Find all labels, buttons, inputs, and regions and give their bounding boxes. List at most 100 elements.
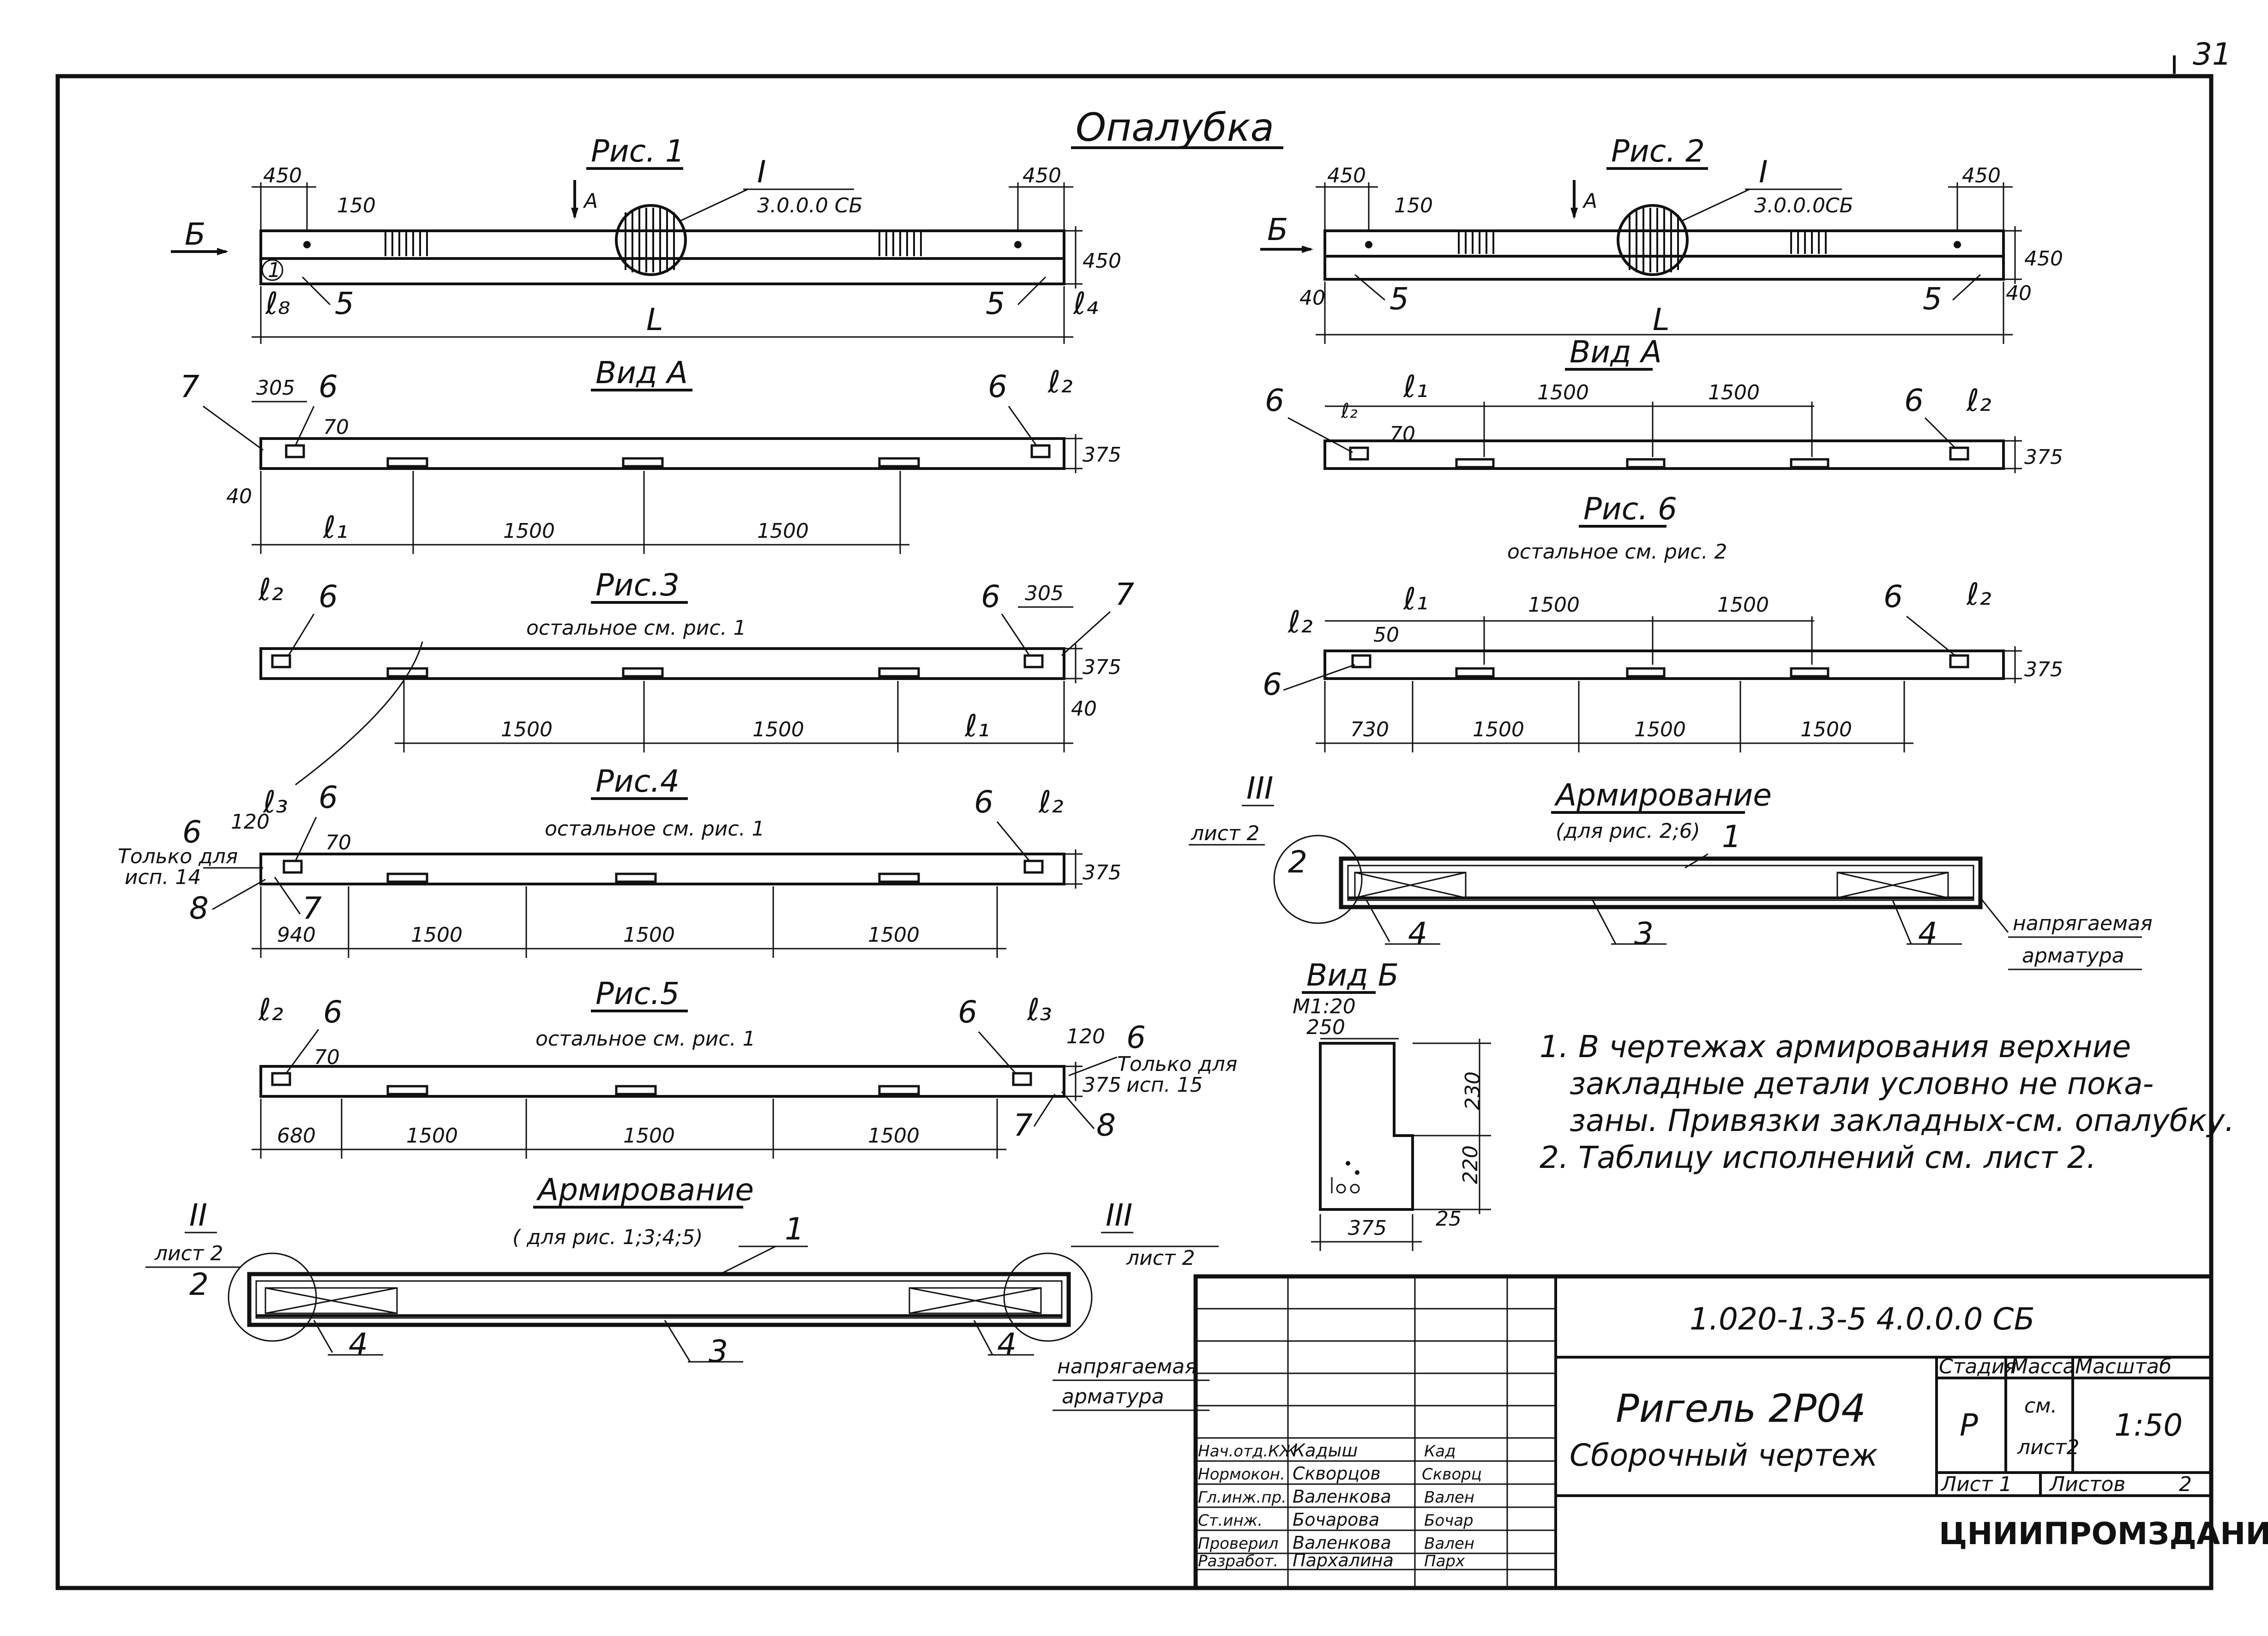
fig6-title: Рис. 6 (1583, 491, 1677, 527)
fig5-dim-680: 680 (277, 1124, 316, 1148)
reinf-left-pos-3: 3 (709, 1334, 728, 1369)
fig6-dim-l2-right: ℓ₂ (1966, 577, 1991, 612)
view-a-left-pos-6-right: 6 (988, 369, 1007, 404)
fig5-dim-1500-b: 1500 (623, 1124, 675, 1148)
fig4-dim-1500-c: 1500 (868, 923, 920, 947)
fig4-pos-7: 7 (302, 890, 322, 926)
reinf-right-title: Армирование (1554, 777, 1772, 813)
title-org: ЦНИИПРОМЗДАНИЙ (1939, 1516, 2268, 1552)
title-sheets-count: 2 (2179, 1473, 2192, 1496)
fig6-dim-l2-left: ℓ₂ (1287, 604, 1313, 640)
fig3-dim-375: 375 (1083, 656, 1121, 679)
title-line-1: Ригель 2Р04 (1616, 1386, 1866, 1431)
fig2-dim-left: 450 (1327, 164, 1366, 187)
fig5-dim-120: 120 (1066, 1025, 1105, 1048)
staff-role: Нач.отд.КЖ (1198, 1442, 1297, 1461)
fig2-pos-5-right: 5 (1923, 281, 1942, 317)
reinf-right-pos-4-right: 4 (1918, 916, 1937, 951)
fig4-isp: исп. 14 (125, 866, 201, 889)
view-a-right: Вид А ℓ₁ 1500 1500 6 ℓ₂ 70 6 ℓ₂ 375 (1265, 334, 2063, 473)
reinf-left-tension-2: арматура (1062, 1385, 1164, 1408)
fig4-title: Рис.4 (596, 764, 680, 799)
reinf-left-pos-2: 2 (189, 1267, 209, 1302)
view-a-right-dim-l2-right: ℓ₂ (1966, 383, 1991, 418)
fig5-pos-6-left: 6 (323, 994, 343, 1030)
reinf-right-pos-3: 3 (1634, 916, 1654, 951)
fig2-dim-150: 150 (1394, 194, 1433, 217)
fig3-dim-40: 40 (1071, 697, 1097, 721)
reinf-left-tension-1: напрягаемая (1057, 1355, 1197, 1378)
fig3-dim-1500-b: 1500 (752, 718, 804, 741)
reinf-left-pos-4-right: 4 (997, 1327, 1017, 1362)
fig1-dim-l8: ℓ₈ (265, 286, 290, 321)
fig2-dim-total: L (1653, 302, 1670, 337)
fig1-dim-150: 150 (337, 194, 376, 217)
view-a-left-dim-305: 305 (256, 376, 295, 400)
fig6-dim-50: 50 (1373, 623, 1399, 647)
fig2-dim-height: 450 (2024, 247, 2063, 271)
fig3-pos-6-left: 6 (319, 579, 338, 614)
staff-name: Кадыш (1293, 1440, 1358, 1461)
fig4-only-for: Только для (118, 845, 238, 868)
fig5-pos-6-right: 6 (1126, 1020, 1146, 1055)
fig2-view-b: Б (1267, 212, 1288, 247)
staff-signature: Бочар (1424, 1511, 1474, 1530)
fig3-dim-l1: ℓ₁ (964, 708, 990, 744)
reinf-right-pos-4-left: 4 (1408, 916, 1427, 951)
fig1-pos-5-right: 5 (986, 286, 1005, 321)
reinf-left-node-right: III (1106, 1197, 1132, 1233)
title-mass-1: см. (2024, 1394, 2057, 1418)
staff-name: Валенкова (1293, 1533, 1391, 1553)
fig4-pos-8: 8 (189, 890, 209, 926)
staff-rows: Нач.отд.КЖ Кадыш Кад Нормокон. Скворцов … (1198, 1440, 1482, 1570)
title-stage: Р (1960, 1407, 1978, 1443)
staff-name: Пархалина (1293, 1550, 1394, 1570)
reinf-left-pos-1: 1 (785, 1211, 804, 1247)
view-a-right-dim-375: 375 (2024, 445, 2063, 469)
title-scale-header: Масштаб (2075, 1355, 2172, 1378)
fig1-dim-left: 450 (263, 164, 302, 187)
fig3-dim-1500-a: 1500 (501, 718, 553, 741)
reinf-left-sheet-left: лист 2 (154, 1242, 223, 1265)
view-a-right-dim-l1: ℓ₁ (1403, 369, 1428, 404)
fig6-note: остальное см. рис. 2 (1507, 540, 1727, 564)
fig4-dim-l2: ℓ₂ (1038, 784, 1064, 820)
view-a-left-dim-70: 70 (323, 415, 349, 439)
view-a-right-title: Вид А (1570, 334, 1662, 370)
view-a-left-dim-1500-a: 1500 (503, 519, 555, 543)
fig4-dim-120: 120 (231, 810, 270, 834)
fig1-callout-ref: 3.0.0.0 СБ (757, 194, 863, 217)
fig5-dim-1500-c: 1500 (868, 1124, 920, 1148)
staff-name: Валенкова (1293, 1486, 1391, 1507)
fig1-marker-1: 1 (268, 259, 281, 282)
fig4-dim-940: 940 (277, 923, 316, 947)
view-a-left-title: Вид А (596, 355, 688, 391)
reinf-right-tension-2: арматура (2022, 944, 2124, 968)
fig6-pos-6-right: 6 (1883, 579, 1903, 614)
staff-signature: Кад (1424, 1442, 1456, 1461)
fig5-only-for: Только для (1117, 1053, 1237, 1076)
fig6-drawing: Рис. 6 остальное см. рис. 2 ℓ₂ ℓ₁ 1500 1… (1263, 491, 2063, 752)
reinf-right-pos-2: 2 (1288, 844, 1307, 880)
fig5-pos-6-mid: 6 (958, 994, 977, 1030)
staff-role: Ст.инж. (1198, 1511, 1263, 1530)
fig3-dim-305: 305 (1025, 582, 1064, 605)
fig5-dim-70: 70 (314, 1046, 340, 1069)
fig3-pos-7: 7 (1115, 577, 1134, 612)
fig4-pos-6-a: 6 (182, 814, 202, 850)
note-line-3: заны. Привязки закладных-см. опалубку. (1570, 1103, 2234, 1138)
view-a-left-pos-7: 7 (180, 369, 199, 404)
fig2-section-a: А (1582, 189, 1597, 213)
view-a-left: Вид А 7 305 6 70 6 ℓ₂ 375 40 ℓ₁ 1500 150… (180, 355, 1121, 554)
fig4-pos-6-b: 6 (319, 780, 338, 815)
fig5-isp: исп. 15 (1126, 1073, 1203, 1097)
fig1-pos-5-left: 5 (335, 286, 354, 321)
fig2-title: Рис. 2 (1611, 133, 1705, 169)
fig4-dim-1500-b: 1500 (623, 923, 675, 947)
notes: 1. В чертежах армирования верхние заклад… (1540, 1029, 2234, 1175)
fig1-callout-num: I (757, 154, 766, 190)
view-b-scale: М1:20 (1293, 995, 1356, 1018)
reinf-left-title: Армирование (536, 1172, 754, 1208)
title-stage-header: Стадия (1939, 1355, 2017, 1378)
